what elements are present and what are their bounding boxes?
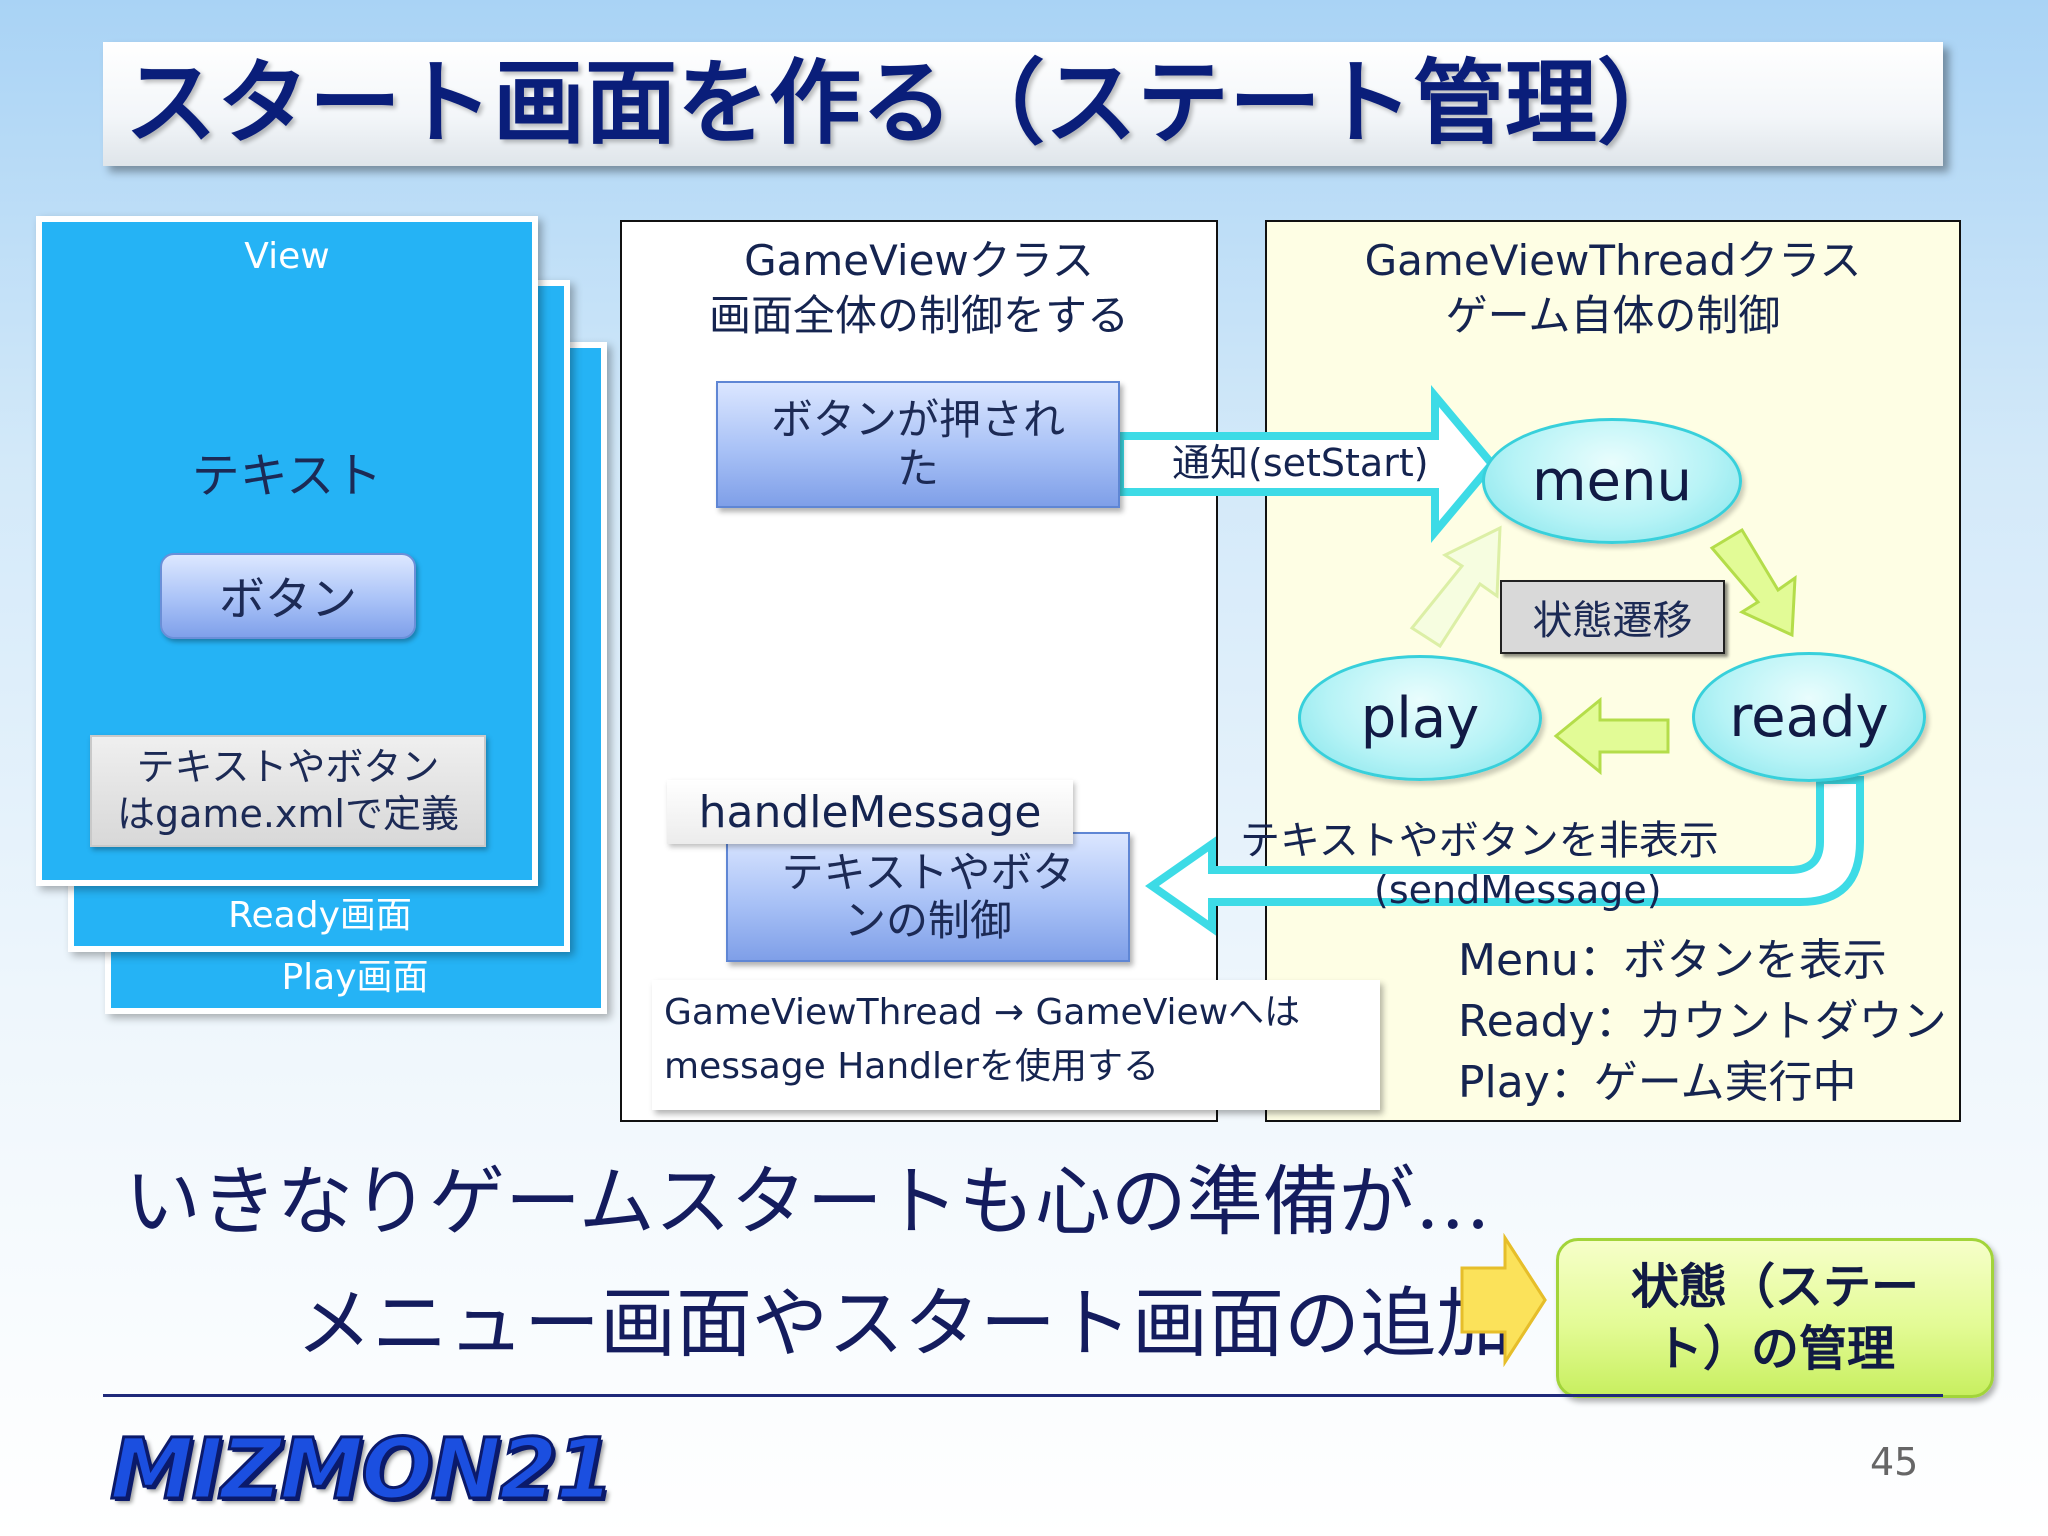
notify-label: 通知(setStart)	[1172, 441, 1429, 485]
page-number: 45	[1870, 1440, 1919, 1484]
state-desc-play: Play：ゲーム実行中	[1458, 1057, 1857, 1108]
view-button[interactable]: ボタン	[160, 553, 416, 639]
page-title: スタート画面を作る（ステート管理）	[125, 50, 1690, 157]
mizmon-logo: MIZMON21	[109, 1419, 616, 1520]
gameview-title-line-1: GameViewクラス	[744, 236, 1094, 285]
view-button-label: ボタン	[219, 572, 357, 626]
state-management-box: 状態（ステー ト）の管理	[1556, 1238, 1994, 1398]
thread-title-line-1: GameViewThreadクラス	[1364, 236, 1862, 285]
message-note-line-1: GameViewThread → GameViewへは	[664, 992, 1301, 1033]
gameview-title-line-2: 画面全体の制御をする	[708, 290, 1129, 340]
hide-label-line-1: テキストやボタンを非表示	[1240, 818, 1719, 864]
hide-label-line-2: (sendMessage)	[1374, 868, 1662, 912]
button-pressed-box: ボタンが押され た	[716, 381, 1120, 508]
state-management-arrow-overlay	[1460, 1232, 1547, 1368]
play-screen-label: Play画面	[281, 957, 429, 998]
button-pressed-line-2: た	[896, 443, 939, 493]
text-button-control-box: テキストやボタ ンの制御	[726, 832, 1130, 962]
title-bar	[103, 42, 1943, 166]
state-desc-ready: Ready：カウントダウン	[1458, 996, 1947, 1047]
state-mgmt-line-2: ト）の管理	[1654, 1321, 1895, 1377]
control-line-1: テキストやボタ	[781, 847, 1075, 897]
footer-divider	[103, 1394, 1943, 1397]
view-note-line-1: テキストやボタン	[136, 744, 440, 789]
text-label: テキスト	[191, 448, 383, 504]
state-menu: menu	[1482, 418, 1742, 544]
control-line-2: ンの制御	[843, 896, 1012, 945]
view-definition-note: テキストやボタン はgame.xmlで定義	[90, 735, 486, 847]
handle-message-label: handleMessage	[667, 780, 1073, 844]
view-note-line-2: はgame.xmlで定義	[117, 792, 459, 836]
state-ready: ready	[1692, 652, 1926, 782]
view-label: View	[244, 236, 330, 277]
ready-screen-label: Ready画面	[228, 895, 412, 936]
message-handler-note: GameViewThread → GameViewへは message Hand…	[652, 980, 1380, 1110]
bottom-line-1: いきなりゲームスタートも心の準備が…	[125, 1157, 1491, 1246]
gameview-panel-title: GameViewクラス 画面全体の制御をする	[620, 234, 1218, 343]
gameviewthread-panel-title: GameViewThreadクラス ゲーム自体の制御	[1265, 234, 1961, 343]
gameview-panel	[620, 220, 1218, 1122]
bottom-line-2: メニュー画面やスタート画面の追加	[296, 1279, 1512, 1368]
thread-title-line-2: ゲーム自体の制御	[1445, 290, 1781, 340]
state-description-list: Menu：ボタンを表示 Ready：カウントダウン Play：ゲーム実行中	[1458, 930, 1947, 1113]
button-pressed-line-1: ボタンが押され	[770, 395, 1065, 445]
state-play: play	[1298, 655, 1542, 781]
message-note-line-2: message Handlerを使用する	[664, 1046, 1159, 1087]
state-mgmt-line-1: 状態（ステー	[1630, 1258, 1919, 1315]
state-desc-menu: Menu：ボタンを表示	[1458, 935, 1887, 986]
state-transition-label: 状態遷移	[1500, 580, 1725, 654]
